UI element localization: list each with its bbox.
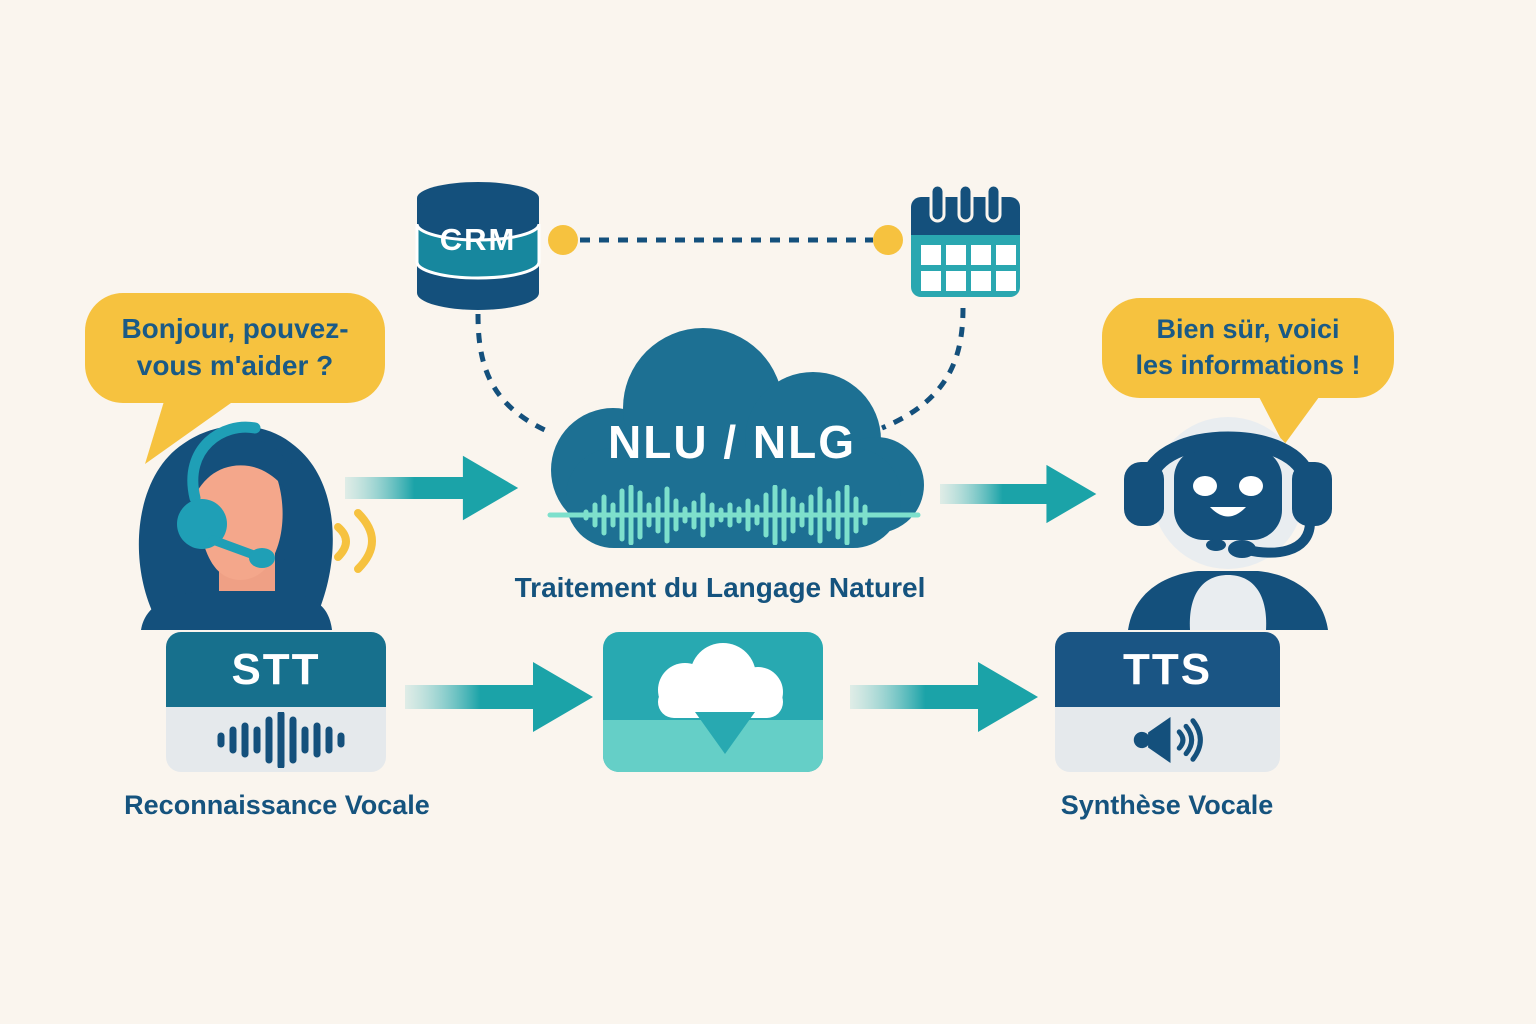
stt-label: STT <box>166 632 386 707</box>
tts-box: TTS <box>1055 632 1280 772</box>
customer-speech-line-2: vous m'aider ? <box>136 350 334 381</box>
customer-agent-icon <box>123 406 348 630</box>
customer-bubble-tail <box>145 398 238 464</box>
flow-arrow-cloud-to-robot <box>940 464 1097 524</box>
assistant-speech-line-2: les informations ! <box>1135 350 1361 380</box>
waveform-icon <box>547 485 921 545</box>
robot-assistant-icon <box>1108 410 1348 630</box>
cloud-upload-icon <box>658 643 783 754</box>
stt-caption: Reconnaissance Vocale <box>124 790 430 820</box>
customer-speech-line-1: Bonjour, pouvez- <box>121 313 349 345</box>
customer-speech-bubble: Bonjour, pouvez- vous m'aider ? <box>85 293 385 403</box>
assistant-speech-line-1: Bien sür, voici <box>1156 314 1340 345</box>
tts-label: TTS <box>1055 632 1280 707</box>
flow-arrow-service-to-tts <box>850 662 1038 732</box>
nlp-cloud-title: NLU / NLG <box>608 416 856 468</box>
sound-waves-icon <box>334 509 376 573</box>
nlp-cloud-icon: NLU / NLG <box>528 320 936 565</box>
tts-caption: Synthèse Vocale <box>1060 790 1274 820</box>
flow-arrow-stt-to-service <box>405 662 593 732</box>
stt-waveform-icon <box>217 711 345 768</box>
nlp-caption: Traitement du Langage Naturel <box>514 572 926 603</box>
calendar-icon <box>903 183 1028 308</box>
assistant-speech-bubble: Bien sür, voici les informations ! <box>1102 298 1394 398</box>
stt-box: STT <box>166 632 386 772</box>
flow-arrow-customer-to-cloud <box>345 455 519 521</box>
speaker-icon <box>1133 716 1203 763</box>
crm-label: CRM <box>439 222 517 257</box>
database-crm-icon: CRM <box>413 178 543 313</box>
connector-dot-right <box>873 225 903 255</box>
assistant-bubble-tail <box>1257 393 1322 445</box>
connector-dot-left <box>548 225 578 255</box>
cloud-service-box <box>603 632 823 772</box>
